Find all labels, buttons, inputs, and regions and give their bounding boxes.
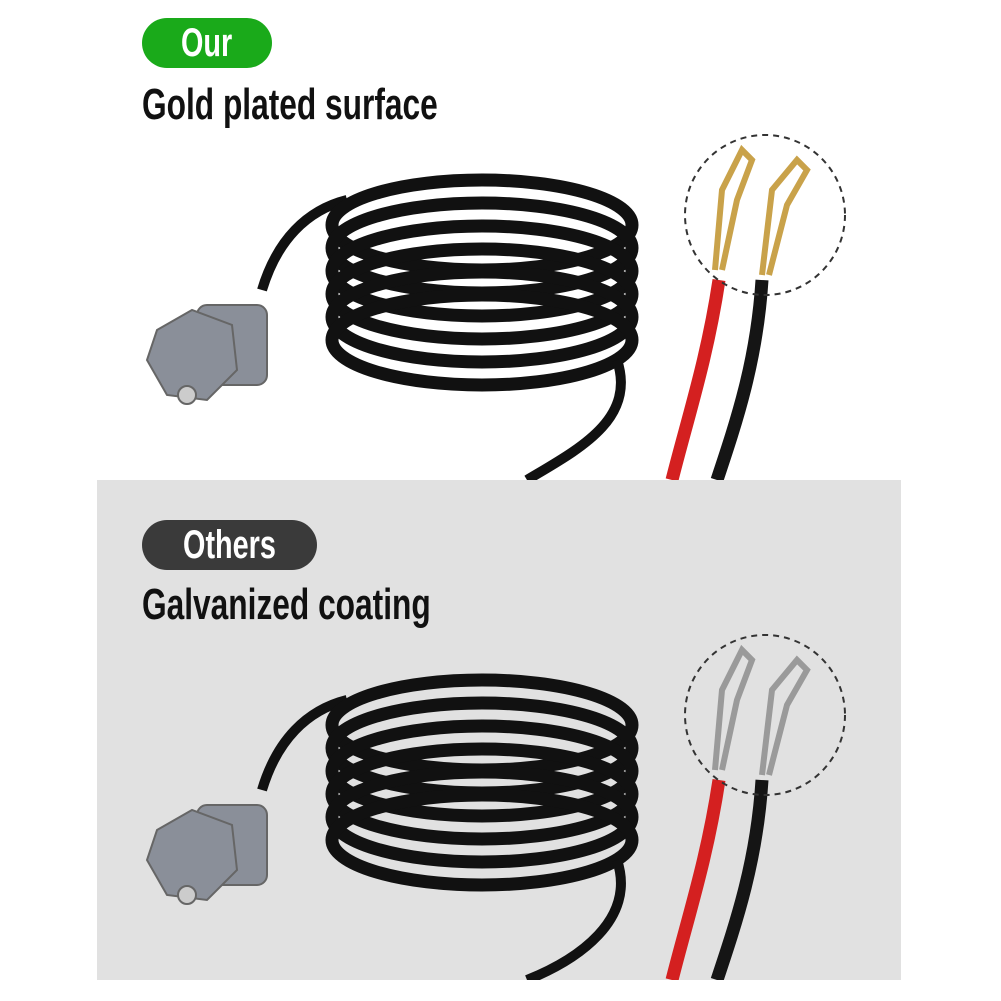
terminals xyxy=(712,144,811,276)
highlight-circle xyxy=(684,634,846,796)
our-badge: Our xyxy=(142,18,272,68)
cable-illustration-galvanized xyxy=(145,634,846,980)
others-caption: Galvanized coating xyxy=(142,580,431,629)
others-badge: Others xyxy=(142,520,317,570)
our-caption: Gold plated surface xyxy=(142,80,438,129)
cable-illustration-gold xyxy=(145,134,846,480)
others-product-panel: Others Galvanized coating xyxy=(97,480,901,980)
highlight-circle xyxy=(684,134,846,296)
our-product-panel: Our Gold plated surface xyxy=(97,0,901,480)
connector-plug xyxy=(145,304,268,405)
connector-plug xyxy=(145,804,268,905)
terminals xyxy=(712,644,811,776)
